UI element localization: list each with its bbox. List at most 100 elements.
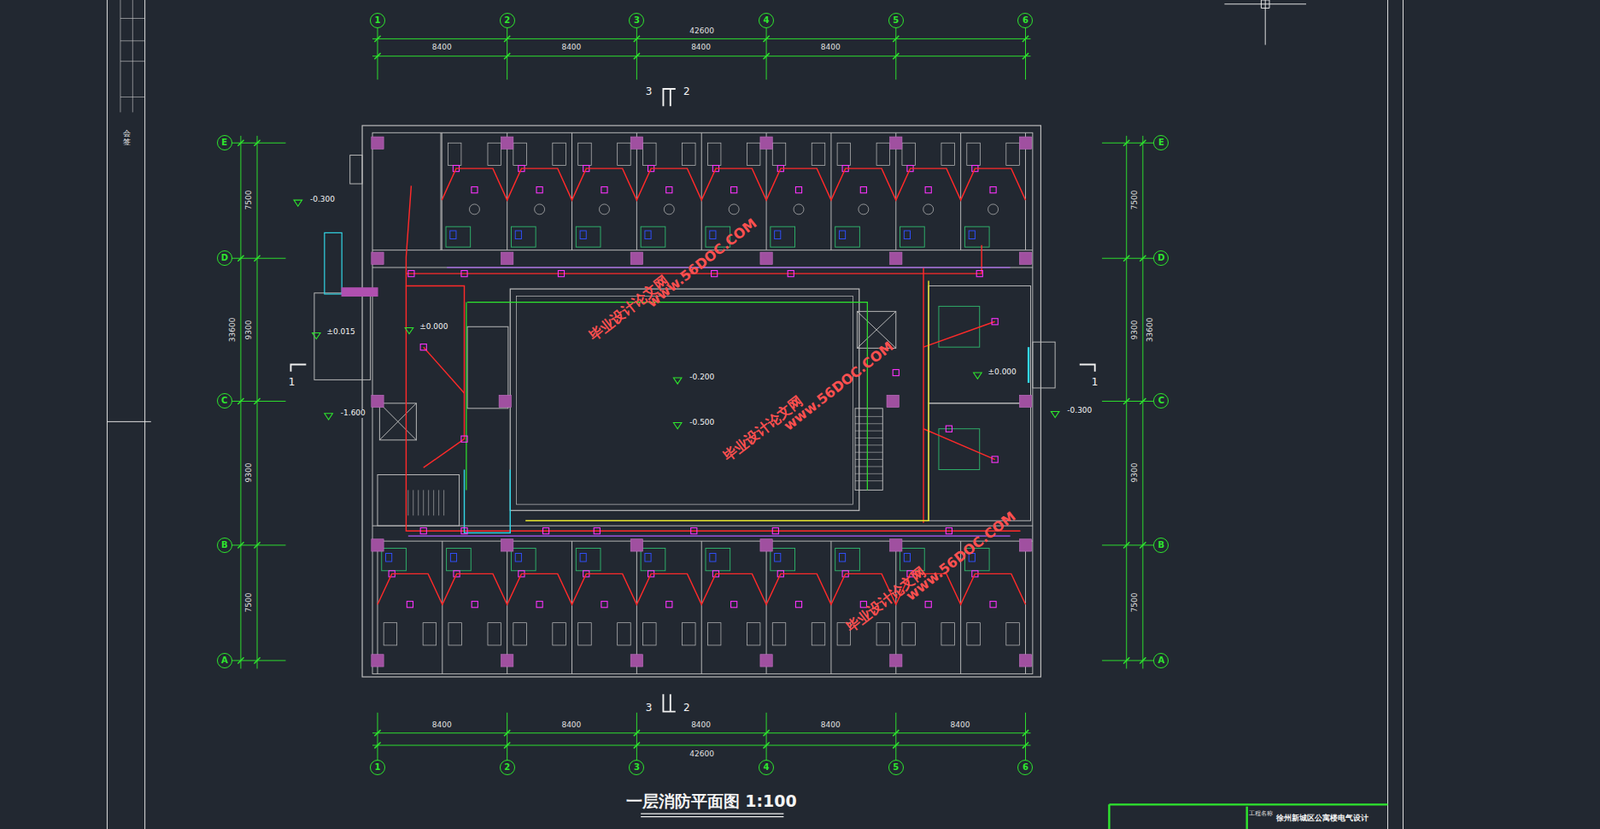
stair <box>855 408 883 491</box>
detector-symbol <box>860 187 867 194</box>
bed <box>707 142 721 165</box>
axis-number: 3 <box>633 16 640 25</box>
bed <box>643 622 657 645</box>
table <box>728 204 739 215</box>
column <box>886 394 899 407</box>
bathroom <box>381 547 407 570</box>
axis-number: 5 <box>892 16 899 25</box>
stair-step <box>433 489 434 516</box>
table <box>598 204 610 215</box>
partition <box>571 540 573 674</box>
detector-symbol <box>991 456 998 463</box>
detector-symbol <box>731 187 738 194</box>
wall-line <box>440 132 442 250</box>
axis-line <box>506 712 508 761</box>
dimension-tick <box>892 35 899 42</box>
bathroom <box>705 547 731 570</box>
elevation-text: ±0.015 <box>325 328 356 337</box>
alarm-wire <box>923 428 996 460</box>
detector-symbol <box>925 187 932 194</box>
partition <box>766 132 768 250</box>
detector-symbol <box>420 527 427 534</box>
axis-line <box>636 712 638 761</box>
elevation-text: -0.200 <box>688 373 716 382</box>
wall-line <box>372 249 1033 251</box>
detector-symbol <box>666 601 673 608</box>
watermark: www.56DOC.COM <box>779 337 897 434</box>
detector-symbol <box>601 187 608 194</box>
door <box>1027 346 1030 383</box>
dimension-tick <box>1022 729 1029 736</box>
detector-symbol <box>536 187 543 194</box>
section-mark <box>662 693 675 711</box>
detector-symbol <box>536 601 543 608</box>
detector-symbol <box>787 270 794 277</box>
partition <box>636 540 638 674</box>
axis-number: B <box>1158 540 1166 550</box>
bed <box>617 622 632 645</box>
bathroom <box>835 226 861 247</box>
stair-step <box>855 458 883 460</box>
stair-step <box>855 480 883 481</box>
column <box>760 252 773 264</box>
dimension-text: 42600 <box>688 750 716 759</box>
column <box>371 136 384 149</box>
toilet <box>774 230 781 240</box>
bathroom <box>900 226 926 247</box>
detector-symbol <box>666 187 673 194</box>
dimension-tick <box>374 741 381 748</box>
wall-line <box>379 403 417 440</box>
axis-number: 5 <box>892 762 899 772</box>
partition <box>701 540 703 674</box>
elevation-text: -0.300 <box>309 195 336 205</box>
detector-symbol <box>795 187 802 194</box>
ramp <box>324 232 342 294</box>
stair-step <box>855 422 883 424</box>
outer-wall <box>362 125 1041 677</box>
detector-symbol <box>542 527 549 534</box>
stair <box>377 474 460 526</box>
detector-symbol <box>593 527 600 534</box>
wall-line <box>372 525 1033 527</box>
axis-bubble: C <box>1153 392 1169 409</box>
dimension-tick <box>1123 398 1130 405</box>
dimension-tick <box>1022 35 1029 42</box>
column <box>1019 252 1032 264</box>
detector-symbol <box>772 527 779 534</box>
table <box>534 204 546 215</box>
axis-number: 1 <box>374 16 381 25</box>
dimension-tick <box>237 541 244 548</box>
dimension-text: 9300 <box>1130 462 1139 484</box>
bathroom <box>575 547 601 570</box>
dimension-tick <box>762 52 769 59</box>
bathroom <box>640 226 666 247</box>
stair-step <box>427 489 429 516</box>
detector-symbol <box>991 318 998 325</box>
dimension-tick <box>892 52 899 59</box>
alarm-wire <box>923 321 996 347</box>
fire-wire <box>467 302 868 491</box>
title-block <box>1108 803 1388 829</box>
bed <box>707 622 721 645</box>
toilet <box>774 552 781 562</box>
axis-line <box>766 27 768 80</box>
partition <box>960 132 962 250</box>
toilet <box>903 230 910 240</box>
axis-number: 4 <box>763 16 770 25</box>
dimension-tick <box>1123 255 1130 262</box>
dimension-tick <box>1123 541 1130 548</box>
dimension-tick <box>1123 140 1130 147</box>
axis-line <box>895 27 897 80</box>
elevation-mark <box>404 327 414 334</box>
detector-symbol <box>976 270 983 277</box>
entrance <box>314 293 371 381</box>
bed <box>746 142 761 165</box>
bed <box>902 142 916 165</box>
cyan-wire <box>464 469 511 534</box>
axis-bubble: 1 <box>369 12 386 29</box>
bed <box>487 142 502 165</box>
stair-step <box>855 444 883 446</box>
dimension-tick <box>253 255 260 262</box>
elevator <box>379 403 417 440</box>
frame-lines <box>106 0 1403 829</box>
